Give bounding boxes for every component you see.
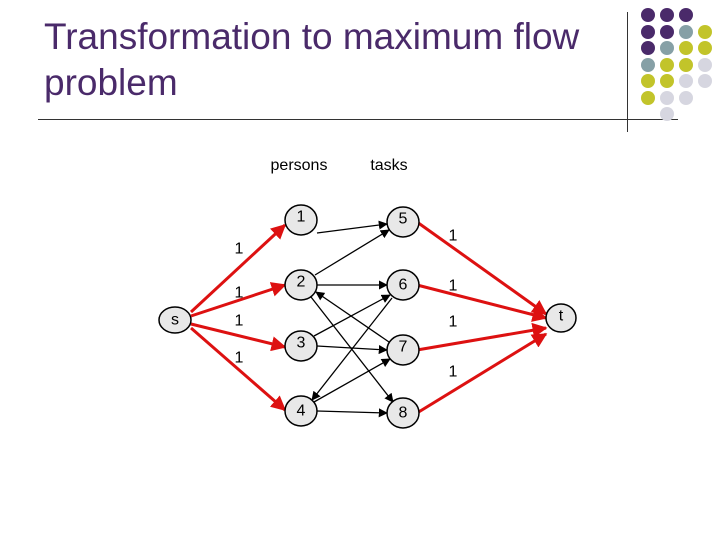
- edge-s-p3: [190, 322, 287, 352]
- edge-p4-t8: [316, 408, 388, 418]
- node-s-label: s: [171, 312, 179, 329]
- edge-t6-t: [416, 283, 548, 322]
- edge-t5-t: [416, 220, 548, 316]
- decorative-dot: [698, 24, 712, 39]
- decorative-dot: [698, 57, 712, 72]
- decorative-dot: [641, 57, 655, 72]
- node-p4: 4: [284, 395, 318, 427]
- decorative-dot: [641, 8, 655, 22]
- decorative-dot: [660, 57, 674, 72]
- decorative-dot: [660, 8, 674, 22]
- node-t8-label: 8: [399, 405, 408, 422]
- node-t6-shape: [386, 269, 420, 301]
- decorative-dot: [641, 74, 655, 88]
- node-t5: 5: [386, 206, 420, 238]
- edge-s-p2: [190, 282, 287, 318]
- edge-t7-p2: [315, 291, 390, 343]
- node-t-shape: [545, 303, 577, 333]
- node-p4-label: 4: [297, 403, 306, 420]
- title-divider-horizontal: [38, 119, 678, 120]
- capacity-label-s-p1: 1: [235, 241, 244, 258]
- slide-title: Transformation to maximum flow problem: [44, 14, 579, 106]
- edge-t8-t: [416, 332, 548, 415]
- node-p2: 2: [284, 269, 318, 301]
- node-p1-shape: [284, 204, 318, 236]
- node-t: t: [545, 303, 577, 333]
- decorative-dot: [641, 41, 655, 55]
- node-p2-label: 2: [297, 274, 306, 291]
- tasks-column-label: tasks: [370, 157, 407, 174]
- decorative-dot: [679, 8, 693, 22]
- decorative-dot: [679, 41, 693, 55]
- decorative-dot: [679, 74, 693, 88]
- decorative-dot: [660, 74, 674, 88]
- decorative-dot: [698, 41, 712, 55]
- capacity-label-t5-t: 1: [449, 228, 458, 245]
- node-t-label: t: [559, 308, 564, 325]
- decorative-dot: [679, 90, 693, 105]
- decorative-dot: [641, 24, 655, 39]
- capacity-label-s-p2: 1: [235, 285, 244, 302]
- decorative-dot-grid: [639, 8, 720, 128]
- node-t7-label: 7: [399, 339, 408, 356]
- node-p3: 3: [284, 330, 318, 362]
- decorative-dot: [698, 74, 712, 88]
- edge-p2-t5: [314, 229, 390, 276]
- assignment-edges: [310, 220, 394, 418]
- node-t7: 7: [386, 334, 420, 366]
- node-t5-label: 5: [399, 211, 408, 228]
- graph-nodes: s 1 2 3 4 5 6 7: [158, 204, 577, 429]
- node-t5-shape: [386, 206, 420, 238]
- node-t6-label: 6: [399, 277, 408, 294]
- capacity-label-t6-t: 1: [449, 278, 458, 295]
- edge-p3-t6: [313, 294, 391, 337]
- node-p4-shape: [284, 395, 318, 427]
- edge-t7-t: [416, 322, 548, 352]
- node-s-shape: [158, 306, 192, 334]
- capacity-label-s-p3: 1: [235, 313, 244, 330]
- node-p3-shape: [284, 330, 318, 362]
- capacity-edges: [189, 220, 548, 415]
- edge-p4-t7: [313, 358, 391, 403]
- capacity-label-s-p4: 1: [235, 350, 244, 367]
- capacity-labels: 1 1 1 1 1 1 1 1: [235, 228, 458, 381]
- node-t8-shape: [386, 397, 420, 429]
- node-p1-label: 1: [297, 209, 306, 226]
- edge-t6-p4: [311, 297, 393, 401]
- decorative-dot: [660, 24, 674, 39]
- node-t8: 8: [386, 397, 420, 429]
- node-s: s: [158, 306, 192, 334]
- decorative-dot: [679, 57, 693, 72]
- slide-title-line1: Transformation to maximum flow: [44, 16, 580, 57]
- capacity-label-t7-t: 1: [449, 314, 458, 331]
- decorative-dot: [660, 90, 674, 105]
- edge-s-p4: [190, 326, 287, 412]
- slide-title-line2: problem: [44, 62, 178, 103]
- node-p1: 1: [284, 204, 318, 236]
- title-divider-vertical: [627, 12, 628, 132]
- node-p3-label: 3: [297, 335, 306, 352]
- edge-s-p1: [189, 223, 287, 314]
- decorative-dot: [660, 107, 674, 121]
- capacity-label-t8-t: 1: [449, 364, 458, 381]
- persons-column-label: persons: [271, 157, 328, 174]
- decorative-dot: [679, 24, 693, 39]
- node-t7-shape: [386, 334, 420, 366]
- node-p2-shape: [284, 269, 318, 301]
- decorative-dot: [660, 41, 674, 55]
- edge-p1-t5: [316, 220, 388, 234]
- node-t6: 6: [386, 269, 420, 301]
- decorative-dot: [641, 90, 655, 105]
